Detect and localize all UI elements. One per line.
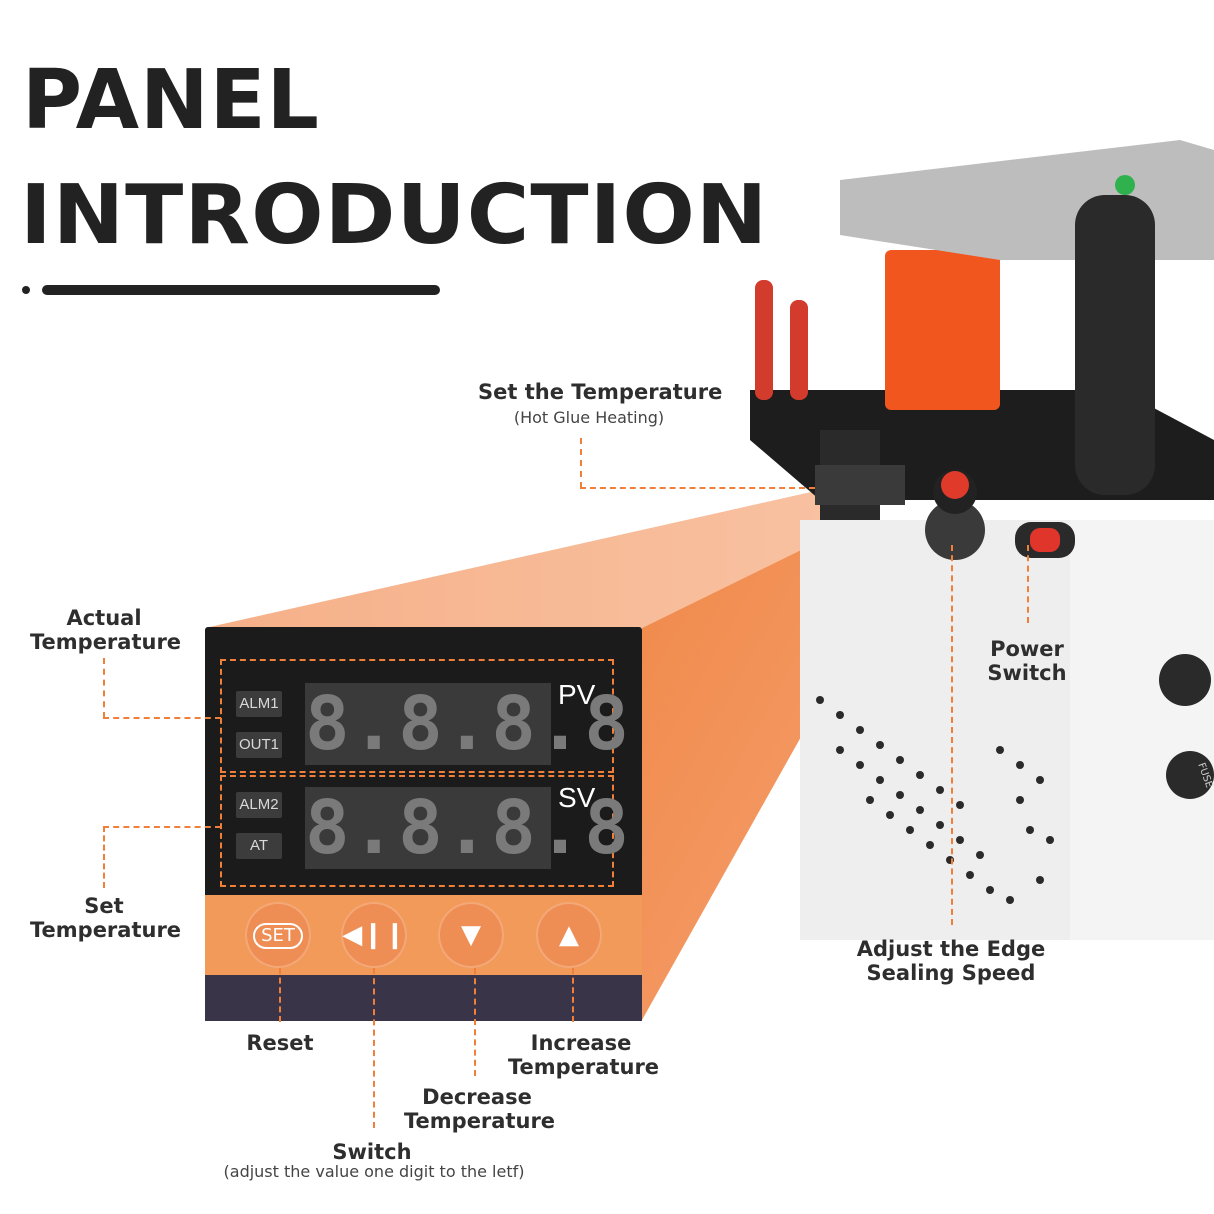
callout-line [951,545,953,925]
label-set-temperature-top: Set the Temperature [478,380,723,404]
callout-line [373,968,375,1128]
increase-button[interactable]: ▲ [536,902,602,968]
set-button[interactable]: SET [245,902,311,968]
callout-line [474,968,476,1076]
callout-line [1027,545,1029,623]
title-line-2: INTRODUCTION [20,168,769,263]
label-hot-glue-heating: (Hot Glue Heating) [513,408,665,427]
callout-line [103,826,221,828]
callout-line [580,438,582,488]
set-key-label: SET [253,922,303,949]
at-indicator: AT [236,833,282,859]
callout-line [103,826,105,888]
callout-line [103,717,221,719]
up-arrow-icon: ▲ [559,920,579,950]
sv-zone [220,775,614,887]
controller-bottom-bar [205,975,642,1021]
title-underline [22,284,440,296]
alm1-indicator: ALM1 [236,691,282,717]
machine-illustration [750,140,1214,940]
out1-indicator: OUT1 [236,732,282,758]
decrease-button[interactable]: ▼ [438,902,504,968]
keypad: SET ◀❙❙ ▼ ▲ [205,895,642,975]
shift-left-icon: ◀❙❙ [342,920,406,950]
callout-line [279,968,281,1022]
down-arrow-icon: ▼ [461,920,481,950]
label-switch: Switch [332,1140,412,1164]
callout-line [580,487,815,489]
shift-left-button[interactable]: ◀❙❙ [341,902,407,968]
sv-display: 8.8.8.8 [305,785,631,871]
alm2-indicator: ALM2 [236,792,282,818]
temperature-controller: ALM1 OUT1 8.8.8.8 PV ALM2 AT 8.8.8.8 SV … [205,627,642,1021]
label-reset: Reset [246,1031,314,1055]
callout-line [572,968,574,1022]
label-switch-sub: (adjust the value one digit to the letf) [223,1162,525,1181]
pv-zone [220,659,614,773]
pv-display: 8.8.8.8 [305,681,631,767]
callout-line [103,658,105,718]
pv-label: PV [558,679,596,710]
title-line-1: PANEL [22,53,320,148]
sv-label: SV [558,782,596,813]
